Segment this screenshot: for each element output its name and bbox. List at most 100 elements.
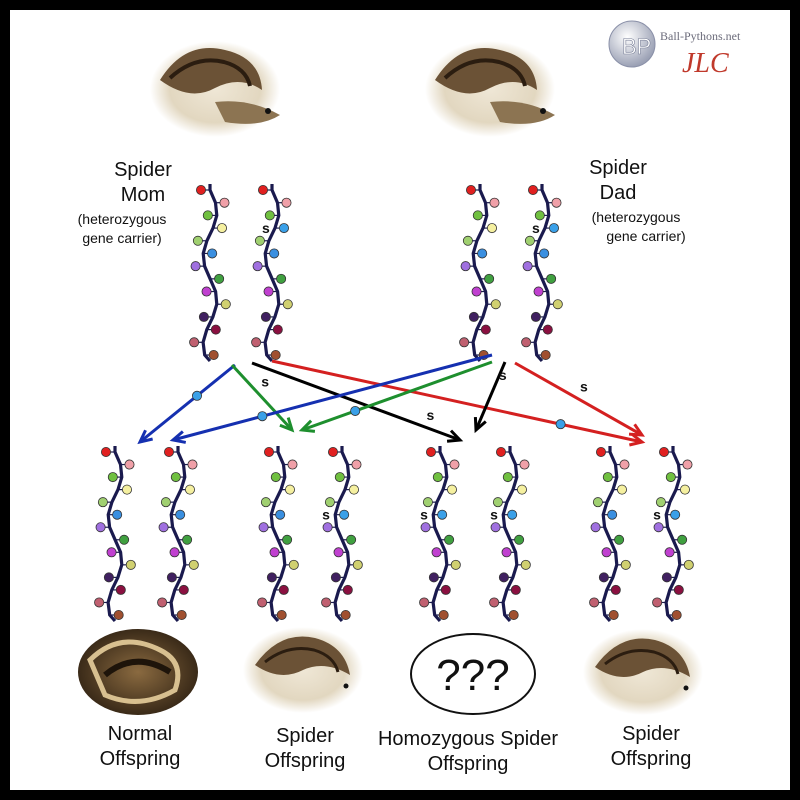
mom-arrow-red [271, 359, 646, 447]
chromosome-strand [269, 446, 287, 623]
gene-bead [288, 559, 299, 570]
offspring-2-line1: Spider [276, 725, 334, 747]
gene-bead [592, 497, 603, 508]
spider-allele-label: s [262, 220, 270, 236]
dad-arrow-blue [169, 353, 493, 444]
allele-label: s [499, 367, 507, 383]
mom-chromosome-spider: s [251, 184, 293, 363]
gene-bead [682, 459, 693, 470]
gene-bead [333, 547, 344, 558]
mom-desc-line1: (heterozygous [78, 211, 167, 227]
offspring-1-chromosome-a [94, 446, 136, 623]
spider-allele-bead [670, 509, 681, 520]
dad-desc-line1: (heterozygous [592, 209, 681, 225]
gene-bead [422, 497, 433, 508]
offspring-4-line1: Spider [622, 723, 680, 745]
spider-allele-label: s [653, 507, 661, 523]
gene-bead [340, 610, 351, 621]
chromosome-strand [471, 184, 489, 363]
spider-allele-label: s [532, 220, 540, 236]
gene-bead [620, 559, 631, 570]
gene-bead [490, 299, 501, 310]
gene-bead [260, 311, 271, 322]
gene-bead [330, 572, 341, 583]
gene-bead [166, 572, 177, 583]
gene-bead [607, 509, 618, 520]
gene-bead [486, 223, 497, 234]
gene-bead [489, 197, 500, 208]
gene-bead [673, 584, 684, 595]
chromosome-strand [263, 184, 281, 363]
gene-bead [106, 547, 117, 558]
offspring-labels: Normal Offspring Spider Offspring Homozy… [100, 723, 692, 775]
gene-bead [480, 324, 491, 335]
gene-bead [519, 459, 530, 470]
normal-offspring-photo [78, 629, 198, 715]
gene-bead [219, 197, 230, 208]
gene-bead [101, 446, 112, 457]
allele-label: s [261, 373, 269, 389]
gene-bead [278, 584, 289, 595]
gene-bead [524, 235, 535, 246]
gene-bead [107, 472, 118, 483]
gene-bead [324, 497, 335, 508]
gene-bead [495, 446, 506, 457]
gene-bead [115, 584, 126, 595]
gene-bead [501, 547, 512, 558]
allele-dot [555, 419, 566, 430]
gene-bead [254, 235, 265, 246]
dad-title-line2: Dad [600, 182, 637, 204]
gene-bead [287, 459, 298, 470]
gene-bead [182, 534, 193, 545]
spider-allele-label: s [322, 507, 330, 523]
offspring-3-chromosome-b: s [489, 446, 531, 623]
gene-bead [208, 349, 219, 360]
gene-bead [619, 459, 630, 470]
gene-bead [276, 273, 287, 284]
gene-bead [428, 572, 439, 583]
gene-bead [440, 584, 451, 595]
dad-label: Spider Dad (heterozygous gene carrier) [589, 157, 686, 244]
gene-bead [534, 210, 545, 221]
gene-bead [170, 472, 181, 483]
gene-bead [460, 261, 471, 272]
arrowhead-icon [446, 429, 464, 443]
gene-bead [342, 584, 353, 595]
inheritance-diagram: BP Ball-Pythons.net JLC Spider Mom (hete… [78, 20, 741, 775]
chromosome-strand [333, 446, 351, 623]
gene-bead [269, 547, 280, 558]
gene-bead [683, 559, 694, 570]
dad-arrow-green [298, 360, 493, 433]
logo-site-name: Ball-Pythons.net [660, 29, 741, 43]
gene-bead [160, 497, 171, 508]
allele-dot [191, 390, 202, 401]
gene-bead [542, 324, 553, 335]
gene-bead [551, 197, 562, 208]
gene-bead [190, 261, 201, 272]
gene-bead [659, 446, 670, 457]
gene-bead [327, 446, 338, 457]
gene-bead [322, 522, 333, 533]
gene-bead [348, 484, 359, 495]
gene-bead [450, 559, 461, 570]
offspring-4-chromosome-b: s [652, 446, 694, 623]
gene-bead [257, 597, 268, 608]
gene-bead [655, 497, 666, 508]
arrowhead-icon [473, 416, 487, 434]
chromosome-strand [201, 184, 219, 363]
mom-title-line1: Spider [114, 159, 172, 181]
gene-bead [119, 534, 130, 545]
dad-chromosome-spider: s [521, 184, 563, 363]
gene-bead [602, 472, 613, 483]
gene-bead [272, 324, 283, 335]
gene-bead [113, 610, 124, 621]
gene-bead [520, 559, 531, 570]
gene-bead [616, 484, 627, 495]
gene-bead [539, 248, 550, 259]
gene-bead [492, 497, 503, 508]
gene-bead [269, 248, 280, 259]
gene-bead [671, 610, 682, 621]
offspring-1-chromosome-b [157, 446, 199, 623]
gene-bead [489, 597, 500, 608]
chromosome-strand [664, 446, 682, 623]
